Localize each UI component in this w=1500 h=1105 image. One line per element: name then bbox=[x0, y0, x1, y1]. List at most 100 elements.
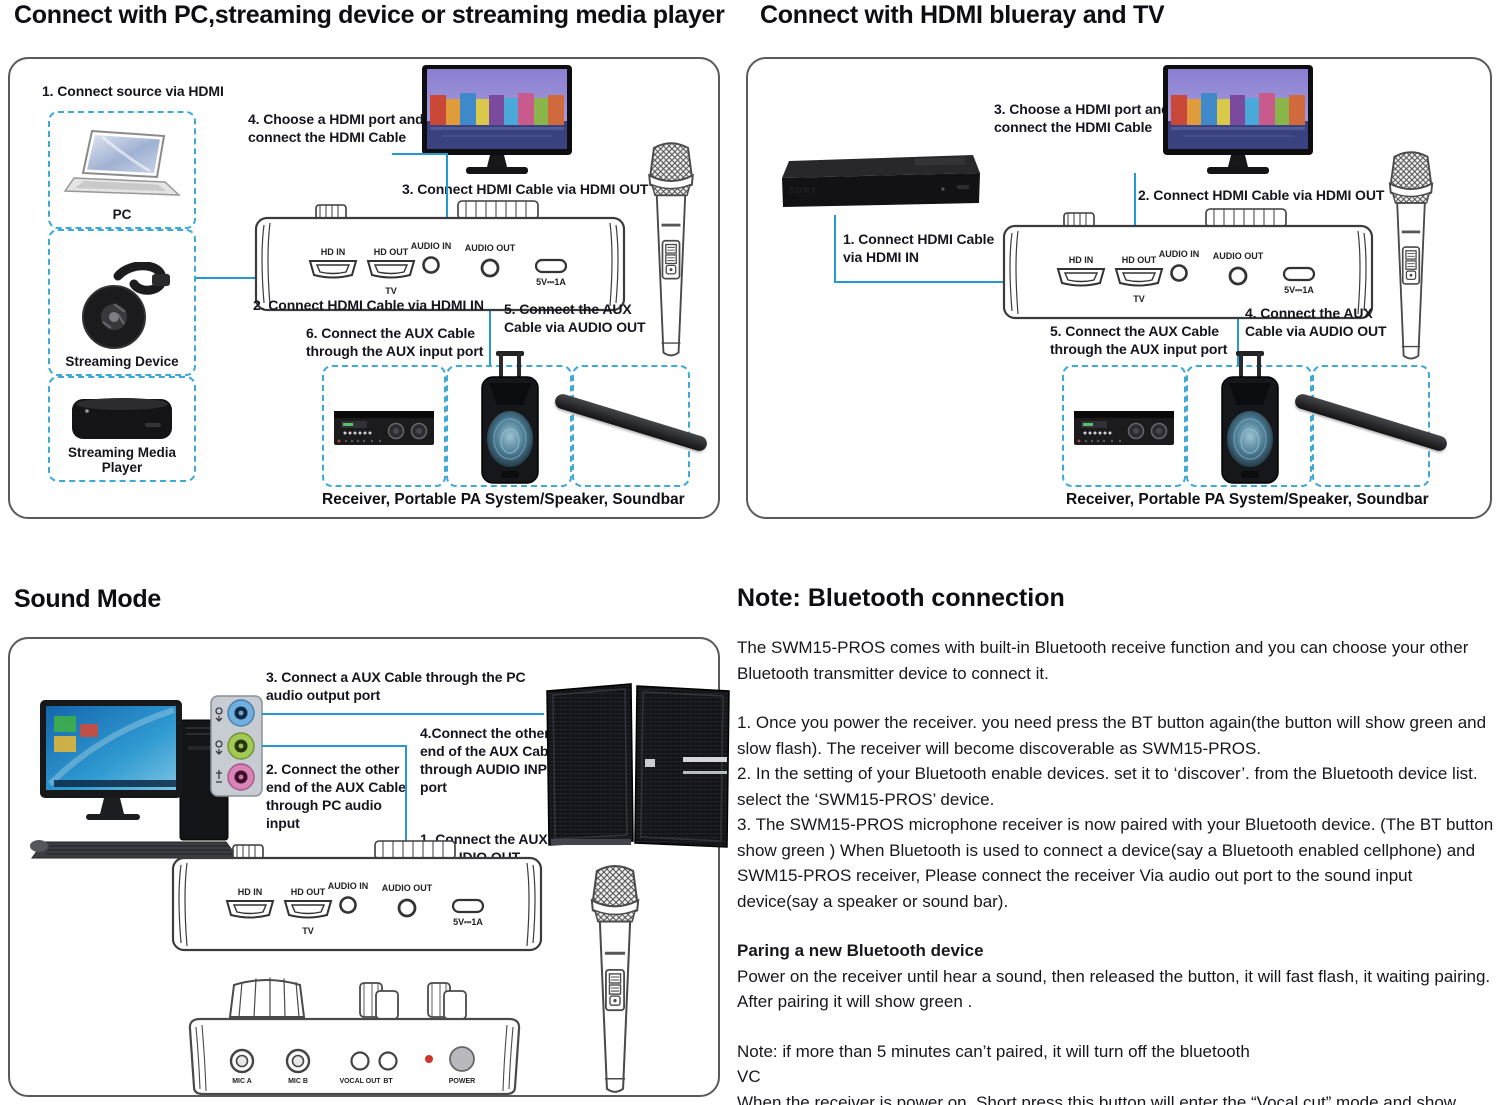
step-2-pc-audio-input: 2. Connect the other end of the AUX Cabl… bbox=[266, 761, 406, 831]
front-label-bt: BT bbox=[383, 1078, 393, 1085]
port-label-hd-in: HD IN bbox=[238, 887, 263, 897]
source-box-streaming-media-player: Streaming Media Player bbox=[48, 376, 196, 482]
step-5-aux-input: 5. Connect the AUX Cable through the AUX… bbox=[1050, 323, 1228, 357]
bluray-brand-label: SONY bbox=[789, 186, 818, 195]
tv-icon bbox=[1163, 65, 1313, 174]
step-2-hdmi-out: 2. Connect HDMI Cable via HDMI OUT bbox=[1138, 187, 1385, 203]
port-label-tv: TV bbox=[385, 286, 397, 296]
step-2-hdmi-in: 2. Connect HDMI Cable via HDMI IN bbox=[253, 297, 484, 313]
step-3-hdmi-out: 3. Connect HDMI Cable via HDMI OUT bbox=[402, 181, 649, 197]
panel-sound-mode: 3. Connect a AUX Cable through the PC au… bbox=[8, 637, 730, 1097]
port-label-audio-out: AUDIO OUT bbox=[382, 883, 433, 893]
front-label-mic-b: MIC B bbox=[288, 1078, 308, 1085]
note-step-3: 3. The SWM15-PROS microphone receiver is… bbox=[737, 815, 1494, 911]
title-connect-pc: Connect with PC,streaming device or stre… bbox=[14, 1, 725, 29]
output-devices-caption: Receiver, Portable PA System/Speaker, So… bbox=[1066, 491, 1429, 508]
cable-line bbox=[1134, 173, 1136, 269]
desktop-pc-icon bbox=[30, 700, 239, 859]
port-label-audio-in: AUDIO IN bbox=[411, 241, 452, 251]
port-label-hd-out: HD OUT bbox=[291, 887, 326, 897]
front-label-vocal-out: VOCAL OUT bbox=[339, 1078, 381, 1085]
port-label-power: 5V⎓1A bbox=[1284, 285, 1314, 295]
pc-laptop-icon bbox=[63, 130, 181, 197]
panel-pc-streaming: 1. Connect source via HDMI PC bbox=[8, 57, 720, 519]
cable-line bbox=[392, 153, 448, 155]
pa-speaker-icon bbox=[1221, 351, 1279, 484]
output-box-receiver bbox=[322, 365, 446, 487]
output-devices-caption: Receiver, Portable PA System/Speaker, So… bbox=[322, 491, 685, 508]
microphone-icon bbox=[648, 142, 694, 357]
step-5-audio-out: 5. Connect the AUX Cable via AUDIO OUT bbox=[504, 301, 646, 335]
step-3-pc-audio-output: 3. Connect a AUX Cable through the PC au… bbox=[266, 669, 526, 703]
source-box-pc: PC bbox=[48, 111, 196, 229]
speakers-icon bbox=[546, 683, 730, 848]
soundbar-icon bbox=[553, 392, 709, 453]
port-label-audio-in: AUDIO IN bbox=[1159, 249, 1200, 259]
cable-line bbox=[834, 281, 1082, 283]
output-box-receiver bbox=[1062, 365, 1186, 487]
port-label-power: 5V⎓1A bbox=[453, 917, 483, 927]
pa-speaker-icon bbox=[481, 351, 539, 484]
output-box-pa-speaker bbox=[446, 351, 572, 487]
receiver-back-view: HD IN HD OUT TV AUDIO IN AUDIO OUT 5V⎓1A bbox=[254, 200, 626, 312]
cable-line bbox=[262, 713, 544, 715]
label-streaming-device: Streaming Device bbox=[65, 354, 179, 370]
av-receiver-icon bbox=[334, 411, 434, 445]
receiver-back-view: HD IN HD OUT TV AUDIO IN AUDIO OUT 5V⎓1A bbox=[1002, 208, 1374, 320]
pairing-text: Power on the receiver until hear a sound… bbox=[737, 966, 1491, 1012]
step-4-audio-out: 4. Connect the AUX Cable via AUDIO OUT bbox=[1245, 305, 1387, 339]
front-label-mic-a: MIC A bbox=[232, 1078, 252, 1085]
port-label-hd-out: HD OUT bbox=[1122, 255, 1157, 265]
port-label-audio-out: AUDIO OUT bbox=[465, 243, 516, 253]
port-label-audio-out: AUDIO OUT bbox=[1213, 251, 1264, 261]
title-sound-mode: Sound Mode bbox=[14, 585, 161, 613]
pairing-heading: Paring a new Bluetooth device bbox=[737, 941, 984, 960]
step-1-hdmi-in: 1. Connect HDMI Cable via HDMI IN bbox=[843, 231, 995, 265]
receiver-back-view: HD IN HD OUT TV AUDIO IN AUDIO OUT 5V⎓1A bbox=[171, 840, 543, 952]
step-4-choose-port: 4. Choose a HDMI port and connect the HD… bbox=[248, 111, 424, 145]
bluray-player-icon: SONY bbox=[782, 155, 980, 207]
port-label-hd-out: HD OUT bbox=[374, 247, 409, 257]
front-label-power: POWER bbox=[449, 1078, 475, 1085]
streaming-device-icon bbox=[82, 262, 170, 350]
label-streaming-media-player: Streaming Media Player bbox=[67, 444, 177, 476]
port-label-audio-in: AUDIO IN bbox=[328, 881, 369, 891]
step-6-aux-input: 6. Connect the AUX Cable through the AUX… bbox=[306, 325, 484, 359]
microphone-icon bbox=[1388, 151, 1434, 360]
port-label-hd-in: HD IN bbox=[1069, 255, 1094, 265]
note-step-1: 1. Once you power the receiver. you need… bbox=[737, 713, 1487, 758]
panel-bluray-tv: 3. Choose a HDMI port and connect the HD… bbox=[746, 57, 1492, 519]
output-box-soundbar bbox=[553, 365, 709, 487]
output-box-soundbar bbox=[1293, 365, 1449, 487]
vc-label: VC bbox=[737, 1067, 761, 1086]
av-receiver-icon bbox=[1074, 411, 1174, 445]
soundbar-icon bbox=[1293, 392, 1449, 453]
microphone-icon bbox=[590, 865, 640, 1093]
port-label-power: 5V⎓1A bbox=[536, 277, 566, 287]
streaming-media-player-icon bbox=[72, 397, 172, 439]
port-label-tv: TV bbox=[1133, 294, 1145, 304]
port-label-hd-in: HD IN bbox=[321, 247, 346, 257]
receiver-front-view: MIC A MIC B VOCAL OUT BT POWER bbox=[188, 977, 521, 1096]
note-intro: The SWM15-PROS comes with built-in Bluet… bbox=[737, 638, 1469, 683]
note-bluetooth-section: Note: Bluetooth connection The SWM15-PRO… bbox=[737, 584, 1494, 1105]
source-box-streaming-device: Streaming Device bbox=[48, 229, 196, 376]
title-bluetooth-note: Note: Bluetooth connection bbox=[737, 584, 1065, 612]
note-step-2: 2. In the setting of your Bluetooth enab… bbox=[737, 764, 1478, 809]
cable-line bbox=[1237, 283, 1239, 365]
pc-audio-jacks-icon bbox=[210, 695, 263, 797]
cable-line bbox=[405, 745, 407, 897]
vc-text: When the receiver is power on. Short pre… bbox=[737, 1092, 1457, 1105]
cable-line bbox=[834, 215, 836, 283]
cable-line bbox=[262, 745, 407, 747]
cable-line bbox=[446, 153, 448, 257]
step-3-choose-port: 3. Choose a HDMI port and connect the HD… bbox=[994, 101, 1170, 135]
label-pc: PC bbox=[112, 207, 132, 223]
port-label-tv: TV bbox=[302, 926, 314, 936]
step-4-audio-input-port: 4.Connect the other end of the AUX Cable… bbox=[420, 725, 566, 795]
tv-icon bbox=[422, 65, 572, 174]
output-box-pa-speaker bbox=[1186, 351, 1312, 487]
step-1-source-hdmi: 1. Connect source via HDMI bbox=[42, 83, 224, 99]
title-connect-bluray: Connect with HDMI blueray and TV bbox=[760, 1, 1165, 29]
